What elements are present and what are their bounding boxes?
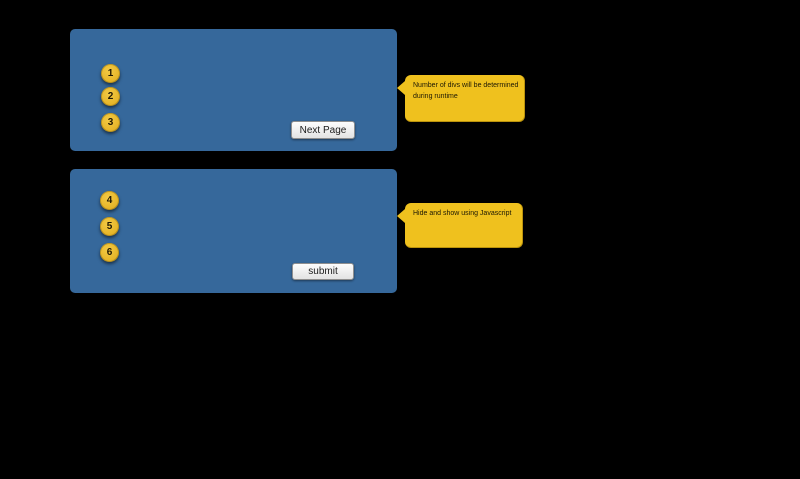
numbered-circle-4: 4 xyxy=(100,191,119,210)
numbered-circle-6: 6 xyxy=(100,243,119,262)
numbered-circle-3: 3 xyxy=(101,113,120,132)
numbered-circle-5: 5 xyxy=(100,217,119,236)
annotation-text-line: during runtime xyxy=(413,93,458,100)
annotation-text-line: Number of divs will be determined xyxy=(413,82,519,89)
hide-show-panel: 4 5 6 submit xyxy=(70,169,397,293)
submit-button[interactable]: submit xyxy=(292,263,354,280)
runtime-divs-panel: 1 2 3 Next Page xyxy=(70,29,397,151)
numbered-circle-2: 2 xyxy=(101,87,120,106)
next-page-button[interactable]: Next Page xyxy=(291,121,355,139)
annotation-text-line: Hide and show using Javascript xyxy=(413,210,512,217)
annotation-callout-hideshow: Hide and show using Javascript xyxy=(397,203,523,248)
numbered-circle-1: 1 xyxy=(101,64,120,83)
annotation-callout-runtime: Number of divs will be determined during… xyxy=(397,75,525,122)
